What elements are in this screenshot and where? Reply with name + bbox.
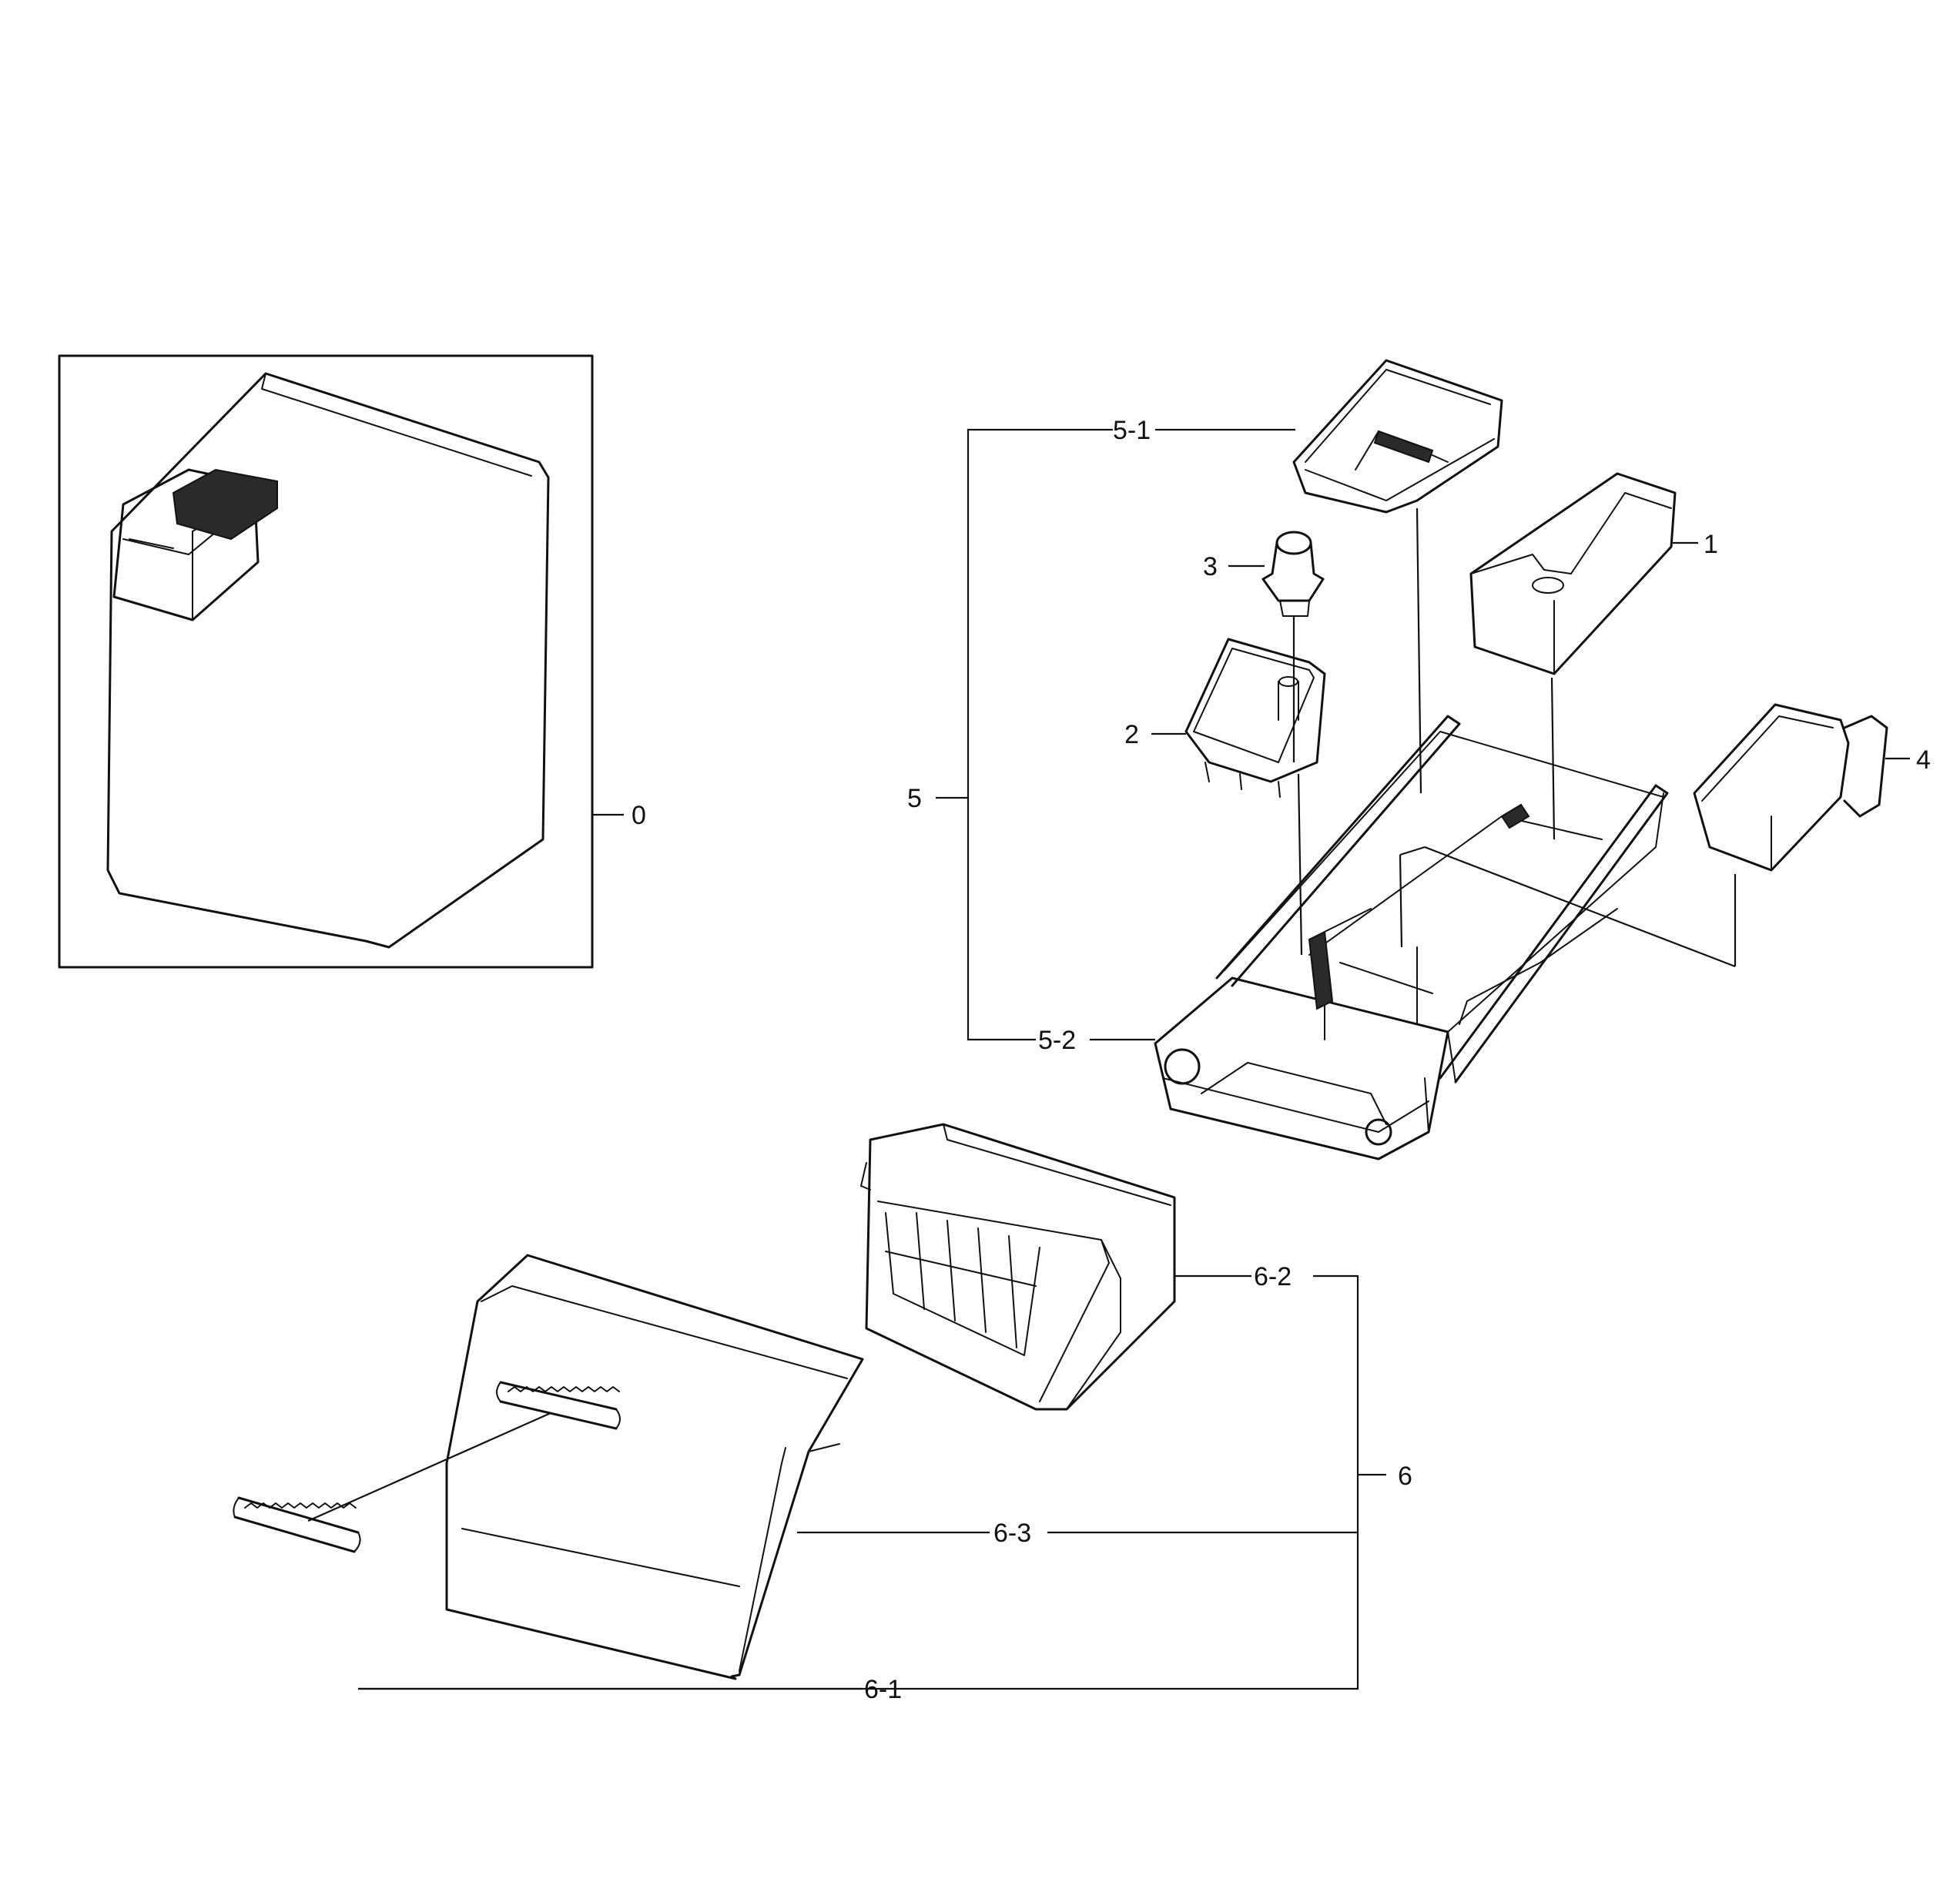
callout-5: 5 bbox=[907, 784, 922, 813]
callout-3: 3 bbox=[1203, 552, 1218, 581]
part-6-1-insert bbox=[233, 1496, 361, 1553]
leader-6-1-insert bbox=[307, 1412, 551, 1522]
callout-1: 1 bbox=[1704, 530, 1718, 559]
bracket-6 bbox=[358, 1274, 1386, 1690]
part-6-3-drawer-front bbox=[445, 1254, 864, 1680]
part-4-cup bbox=[1693, 703, 1888, 872]
callout-6-3: 6-3 bbox=[993, 1519, 1031, 1548]
callout-6-2: 6-2 bbox=[1254, 1262, 1292, 1291]
callout-6-1: 6-1 bbox=[864, 1675, 902, 1704]
part-5-1-cup bbox=[1292, 359, 1503, 514]
inset-assembled-view bbox=[58, 354, 594, 969]
callout-6: 6 bbox=[1398, 1462, 1412, 1491]
callout-5-1: 5-1 bbox=[1113, 416, 1151, 445]
callout-2: 2 bbox=[1124, 720, 1139, 749]
bracket-5 bbox=[936, 428, 1295, 1041]
part-2-cup bbox=[1184, 638, 1326, 798]
callout-4: 4 bbox=[1916, 745, 1931, 775]
part-3-plug bbox=[1261, 531, 1325, 617]
assembly-leaders bbox=[1297, 507, 1737, 968]
part-5-2-housing bbox=[1154, 715, 1669, 1161]
callout-0: 0 bbox=[632, 801, 646, 830]
part-1-compartment bbox=[1469, 472, 1677, 675]
part-6-2-drawer-body bbox=[860, 1123, 1176, 1411]
callout-5-2: 5-2 bbox=[1038, 1026, 1076, 1055]
